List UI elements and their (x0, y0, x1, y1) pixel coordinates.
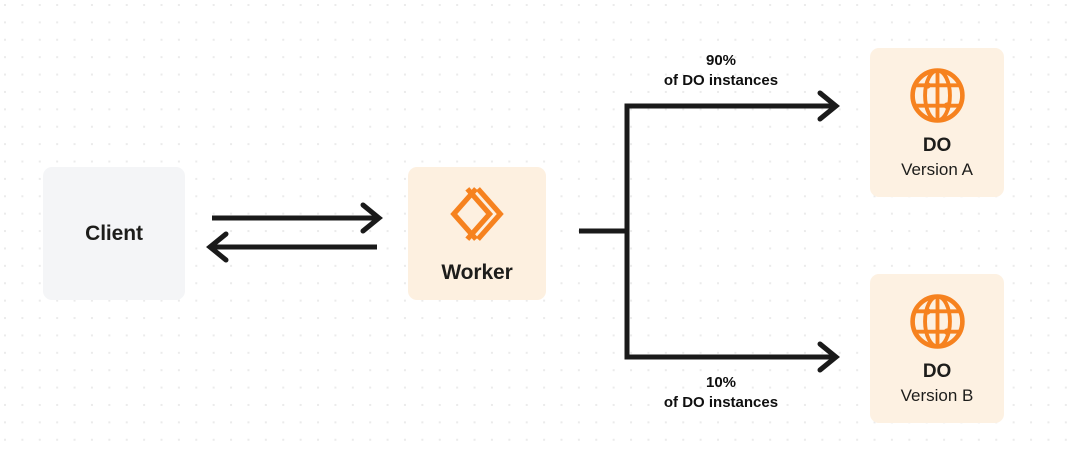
edge-worker-to-do-a (624, 90, 840, 231)
edge-label-do-a: 90% of DO instances (627, 51, 815, 91)
node-do-b-sublabel: Version B (900, 385, 974, 405)
node-do-a-sublabel: Version A (901, 159, 973, 179)
node-do-version-a[interactable]: DO Version A (870, 48, 1004, 197)
edge-label-do-b-percent: 10% (705, 374, 737, 391)
edge-label-do-a-percent: 90% (705, 52, 737, 69)
node-do-version-b[interactable]: DO Version B (870, 274, 1004, 423)
cloudflare-workers-icon (446, 183, 508, 245)
node-do-b-label: DO (922, 360, 952, 382)
edge-label-do-b-description: of DO instances (663, 394, 779, 411)
edge-label-do-a-description: of DO instances (663, 72, 779, 89)
globe-icon (908, 292, 967, 351)
node-worker[interactable]: Worker (408, 167, 546, 300)
node-worker-label: Worker (441, 260, 513, 284)
edge-client-to-worker (212, 202, 383, 234)
node-client[interactable]: Client (43, 167, 185, 300)
edge-worker-to-client (206, 231, 377, 263)
globe-icon (908, 66, 967, 125)
edge-label-do-b: 10% of DO instances (627, 373, 815, 413)
node-client-label: Client (85, 221, 143, 245)
node-do-a-label: DO (922, 134, 952, 156)
edge-worker-to-do-b (624, 231, 840, 373)
